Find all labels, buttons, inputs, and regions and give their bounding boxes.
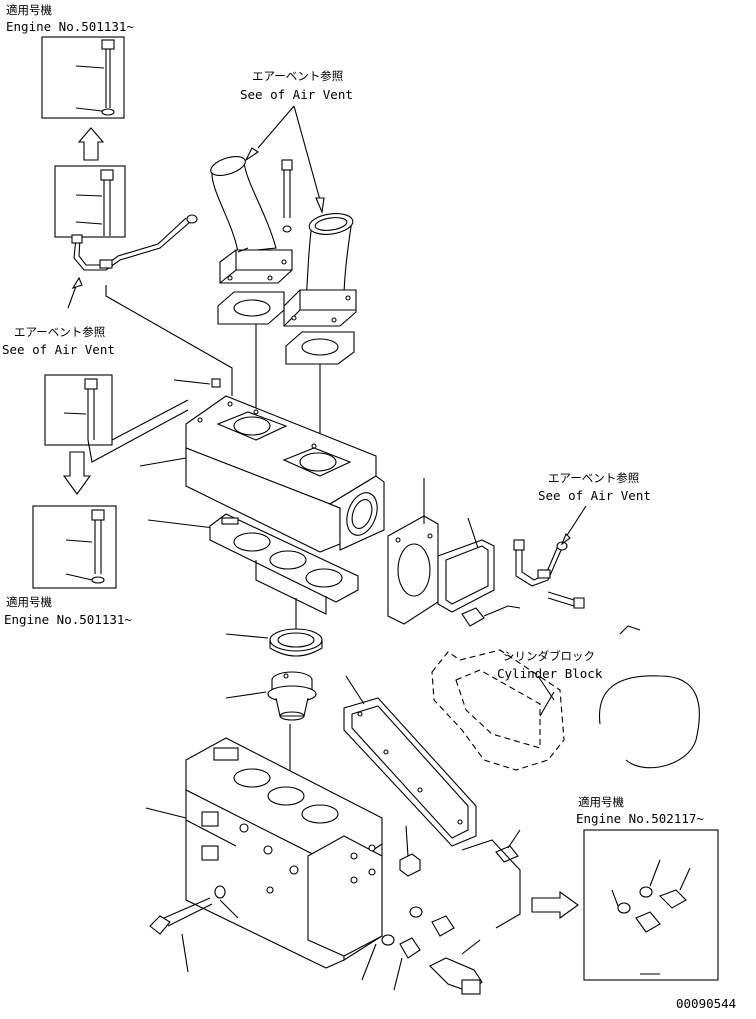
leader-manifold — [139, 457, 187, 467]
applicable-jp-top-left: 適用号機 — [6, 3, 52, 17]
leader-thermostat — [225, 691, 267, 699]
bolt-cover-small — [461, 605, 509, 627]
head-side-gasket — [343, 697, 477, 847]
cylinder-block-en: Cylinder Block — [497, 666, 603, 681]
leader-washer-lower — [361, 943, 377, 981]
air-vent-ref-top: エアーベント参照 See of Air Vent — [240, 69, 353, 102]
head-bolt-long — [149, 885, 226, 935]
air-vent-box-left — [54, 165, 126, 238]
leader-arrowhead-top-1 — [244, 147, 259, 162]
water-manifold — [185, 378, 385, 553]
drawing-number: 00090544 — [676, 996, 736, 1011]
gasket-left-flange — [217, 291, 285, 325]
air-vent-ref-left: エアーベント参照 See of Air Vent — [2, 325, 115, 357]
plug-near-head — [399, 853, 421, 877]
bolt-variant-box-top — [41, 36, 125, 119]
leader-plug-lower — [393, 957, 403, 991]
manifold-gasket — [209, 513, 359, 603]
leader-gasket-manifold — [147, 519, 215, 529]
leader-plug-head — [405, 825, 409, 857]
air-vent-en-right: See of Air Vent — [538, 488, 651, 503]
leader-cover-plate — [467, 517, 479, 549]
engine-number-501131-mid: Engine No.501131~ — [4, 612, 132, 627]
gasket-washer-right — [381, 906, 423, 946]
air-vent-ref-right: エアーベント参照 See of Air Vent — [538, 471, 651, 503]
seal-ring — [269, 628, 323, 657]
leader-vent-to-manifold — [105, 285, 233, 396]
leader-sensor — [461, 939, 481, 955]
air-vent-jp-right: エアーベント参照 — [548, 471, 639, 485]
gasket-right-flange — [285, 331, 355, 365]
air-vent-elbow-left — [210, 156, 293, 284]
leader-cylinder-block — [537, 675, 555, 701]
leader-bolt-to-manifold — [111, 399, 189, 441]
leader-cylinder-head — [145, 807, 187, 819]
air-vent-pipe-right — [513, 539, 585, 609]
leader-air-vent-right — [563, 505, 587, 541]
plug-lower-right — [399, 937, 421, 959]
arrow-right-icon — [531, 890, 579, 920]
leader-head-bolt — [181, 933, 189, 973]
cover-plate-right — [437, 539, 495, 613]
stud-bolt-top — [281, 159, 293, 233]
thermostat — [267, 671, 317, 721]
top-left-applicability: 適用号機 Engine No.501131~ — [6, 3, 134, 34]
air-vent-en-left: See of Air Vent — [2, 342, 115, 357]
cylinder-block-ref: シリンダブロック Cylinder Block — [497, 649, 603, 681]
cover-gasket-right — [387, 515, 439, 625]
air-vent-elbow-right — [283, 213, 357, 327]
leader-group-right — [461, 839, 521, 929]
air-vent-en-top: See of Air Vent — [240, 87, 353, 102]
plug-bolt-right — [431, 915, 455, 937]
leader-cover-bolt — [507, 605, 521, 609]
temperature-sensor — [429, 957, 483, 995]
leader-bolt-alt — [87, 409, 189, 463]
right-applicability: 適用号機 Engine No.502117~ — [576, 795, 704, 826]
mid-left-applicability: 適用号機 Engine No.501131~ — [4, 595, 132, 627]
arrow-down-icon — [62, 451, 92, 495]
cylinder-head — [185, 737, 383, 969]
leader-arrowhead-top-2 — [315, 197, 325, 215]
center-line-gasket — [255, 560, 327, 615]
bolt-variant-box-mid — [44, 374, 113, 446]
air-vent-pipe-left — [71, 214, 198, 271]
leader-plug-top — [507, 829, 521, 849]
leader-washer — [219, 899, 239, 919]
applicable-jp-mid-left: 適用号機 — [6, 595, 52, 609]
engine-number-502117: Engine No.502117~ — [576, 811, 704, 826]
air-vent-jp-top: エアーベント参照 — [252, 69, 343, 83]
leader-air-vent-top-2 — [293, 105, 321, 201]
leader-arrowhead-left — [71, 276, 83, 289]
leader-plug-small — [173, 379, 211, 385]
plug-variant-box-right — [583, 829, 719, 981]
leader-side-gasket — [345, 675, 365, 705]
leader-arrowhead-right — [560, 533, 571, 546]
air-vent-jp-left: エアーベント参照 — [14, 325, 105, 339]
engine-number-501131-top: Engine No.501131~ — [6, 19, 134, 34]
leader-air-vent-top-1 — [257, 105, 295, 149]
bolt-variant-box-lower — [32, 505, 117, 589]
applicable-jp-right: 適用号機 — [578, 795, 624, 809]
cylinder-block-outline — [431, 625, 700, 771]
cylinder-block-jp: シリンダブロック — [503, 649, 595, 663]
leader-seal-ring — [225, 633, 269, 639]
arrow-up-icon — [77, 127, 105, 161]
